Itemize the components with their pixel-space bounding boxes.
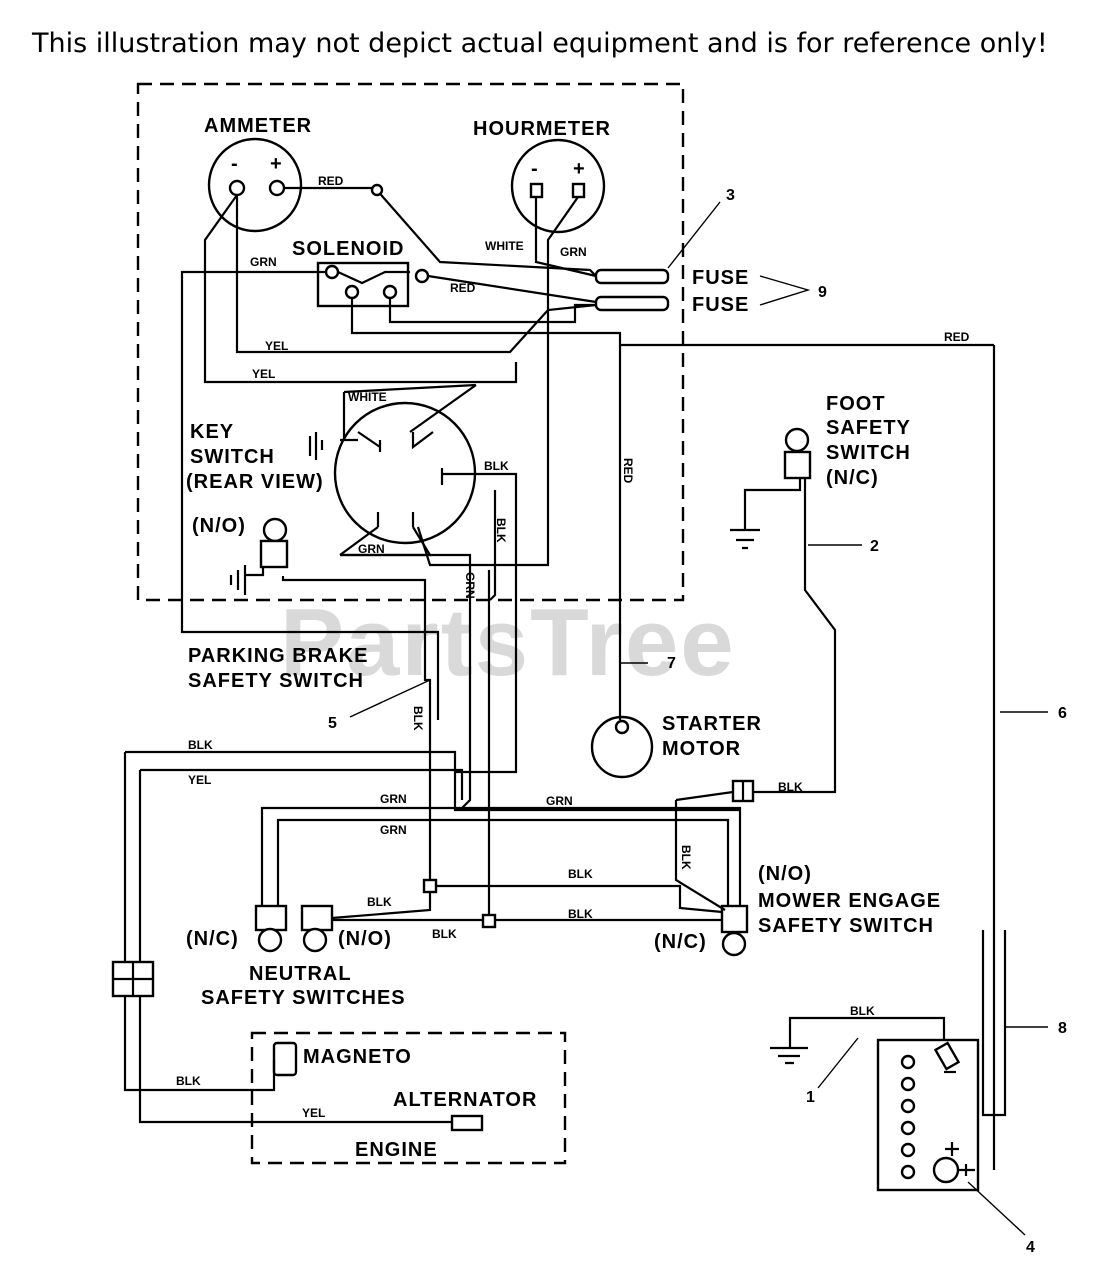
battery-ground-wire [770, 1016, 946, 1065]
callout-1: 1 [806, 1089, 815, 1106]
wire-label-grn-upper-right: GRN [546, 794, 573, 808]
mower-nc-label: (N/C) [654, 931, 707, 953]
hourmeter-minus: - [531, 158, 539, 180]
engine-box [250, 1031, 567, 1165]
wire-label-grn-lower: GRN [380, 823, 407, 837]
magneto [272, 1041, 298, 1077]
battery [876, 1038, 980, 1192]
solenoid [316, 261, 430, 308]
wire-label-red-starter: RED [621, 458, 635, 484]
foot-switch-label-1: FOOT [826, 393, 886, 415]
wire-label-blk-foot: BLK [778, 780, 803, 794]
neutral-switch-no [300, 904, 334, 953]
ammeter-label: AMMETER [204, 115, 312, 137]
wire-label-grn-hourmeter: GRN [560, 245, 587, 259]
starter-label-2: MOTOR [662, 738, 741, 760]
wire-label-grn-upper-left: GRN [380, 792, 407, 806]
neutral-label-1: NEUTRAL [249, 963, 352, 985]
wire-label-blk-battery: BLK [850, 1004, 875, 1018]
parking-label-1: PARKING BRAKE [188, 645, 368, 667]
starter-label-1: STARTER [662, 713, 762, 735]
callout-leaders [349, 201, 1048, 1236]
wire-label-red-long: RED [944, 330, 970, 344]
wire-label-blk-lower-left: BLK [432, 927, 457, 941]
callout-4: 4 [1026, 1239, 1035, 1256]
alternator [450, 1114, 484, 1132]
wire-label-grn-key: GRN [358, 542, 385, 556]
neutral-label-2: SAFETY SWITCHES [201, 987, 406, 1009]
wire-label-yel-left: YEL [188, 773, 211, 787]
mower-engage-switch [720, 779, 755, 957]
wire-label-grn-vertical: GRN [463, 572, 477, 599]
ammeter-minus: - [231, 153, 239, 175]
wire-label-blk-parking: BLK [411, 706, 425, 731]
wire-label-blk-mower-vertical: BLK [679, 845, 693, 870]
wire-label-blk-neutral-no: BLK [367, 895, 392, 909]
wires [111, 183, 994, 1124]
cable-sleeve [981, 930, 1007, 1117]
wire-label-yel-1: YEL [265, 339, 288, 353]
mower-label-2: SAFETY SWITCH [758, 915, 934, 937]
ammeter-plus: + [270, 153, 283, 175]
mower-label-1: MOWER ENGAGE [758, 890, 941, 912]
key-switch-label-2: SWITCH [190, 446, 275, 468]
disclaimer-text: This illustration may not depict actual … [31, 28, 1048, 59]
engine-label: ENGINE [355, 1139, 438, 1161]
wire-label-yel-alternator: YEL [302, 1106, 325, 1120]
wire-label-blk-key-vertical: BLK [494, 518, 508, 543]
wire-label-blk-magneto: BLK [176, 1074, 201, 1088]
foot-safety-switch [730, 427, 812, 550]
parking-brake-switch [229, 517, 289, 595]
wire-label-yel-2: YEL [252, 367, 275, 381]
wire-label-red-solenoid: RED [450, 281, 476, 295]
wire-label-white-hourmeter: WHITE [485, 239, 524, 253]
hourmeter-label: HOURMETER [473, 118, 611, 140]
fuse-label-2: FUSE [692, 294, 749, 316]
alternator-label: ALTERNATOR [393, 1089, 537, 1111]
watermark: PartsTree [280, 589, 736, 696]
neutral-switch-nc [254, 904, 288, 953]
callout-9: 9 [818, 284, 827, 301]
callout-7: 7 [667, 655, 676, 672]
wire-label-blk-key: BLK [484, 459, 509, 473]
neutral-nc-label: (N/C) [186, 928, 239, 950]
foot-switch-label-3: SWITCH [826, 442, 911, 464]
starter-motor [590, 715, 654, 779]
fuse-lower [594, 295, 670, 312]
ammeter [207, 137, 303, 233]
fuse-upper [594, 268, 670, 285]
fuse-label-1: FUSE [692, 267, 749, 289]
wire-label-blk-lower-right: BLK [568, 907, 593, 921]
solenoid-label: SOLENOID [292, 238, 404, 260]
parking-label-2: SAFETY SWITCH [188, 670, 364, 692]
callout-6: 6 [1058, 705, 1067, 722]
wire-label-grn-solenoid: GRN [250, 255, 277, 269]
callout-2: 2 [870, 538, 879, 555]
parking-no-label: (N/O) [192, 515, 246, 537]
foot-switch-label-2: SAFETY [826, 417, 911, 439]
callout-3: 3 [726, 187, 735, 204]
key-switch-label-1: KEY [190, 421, 234, 443]
callout-8: 8 [1058, 1020, 1067, 1037]
key-switch-label-3: (REAR VIEW) [186, 471, 324, 493]
wire-label-blk-mid: BLK [568, 867, 593, 881]
wire-label-blk-left: BLK [188, 738, 213, 752]
hourmeter-plus: + [573, 158, 586, 180]
fuse-bracket [759, 275, 811, 306]
dash-panel-box [136, 82, 685, 602]
hourmeter [510, 138, 606, 234]
magneto-label: MAGNETO [303, 1046, 412, 1068]
neutral-no-label: (N/O) [338, 928, 392, 950]
foot-switch-label-4: (N/C) [826, 467, 879, 489]
wire-label-red-ammeter: RED [318, 174, 344, 188]
wire-label-white-key: WHITE [348, 390, 387, 404]
mower-no-label: (N/O) [758, 863, 812, 885]
key-switch [308, 384, 477, 557]
callout-5: 5 [328, 715, 337, 732]
